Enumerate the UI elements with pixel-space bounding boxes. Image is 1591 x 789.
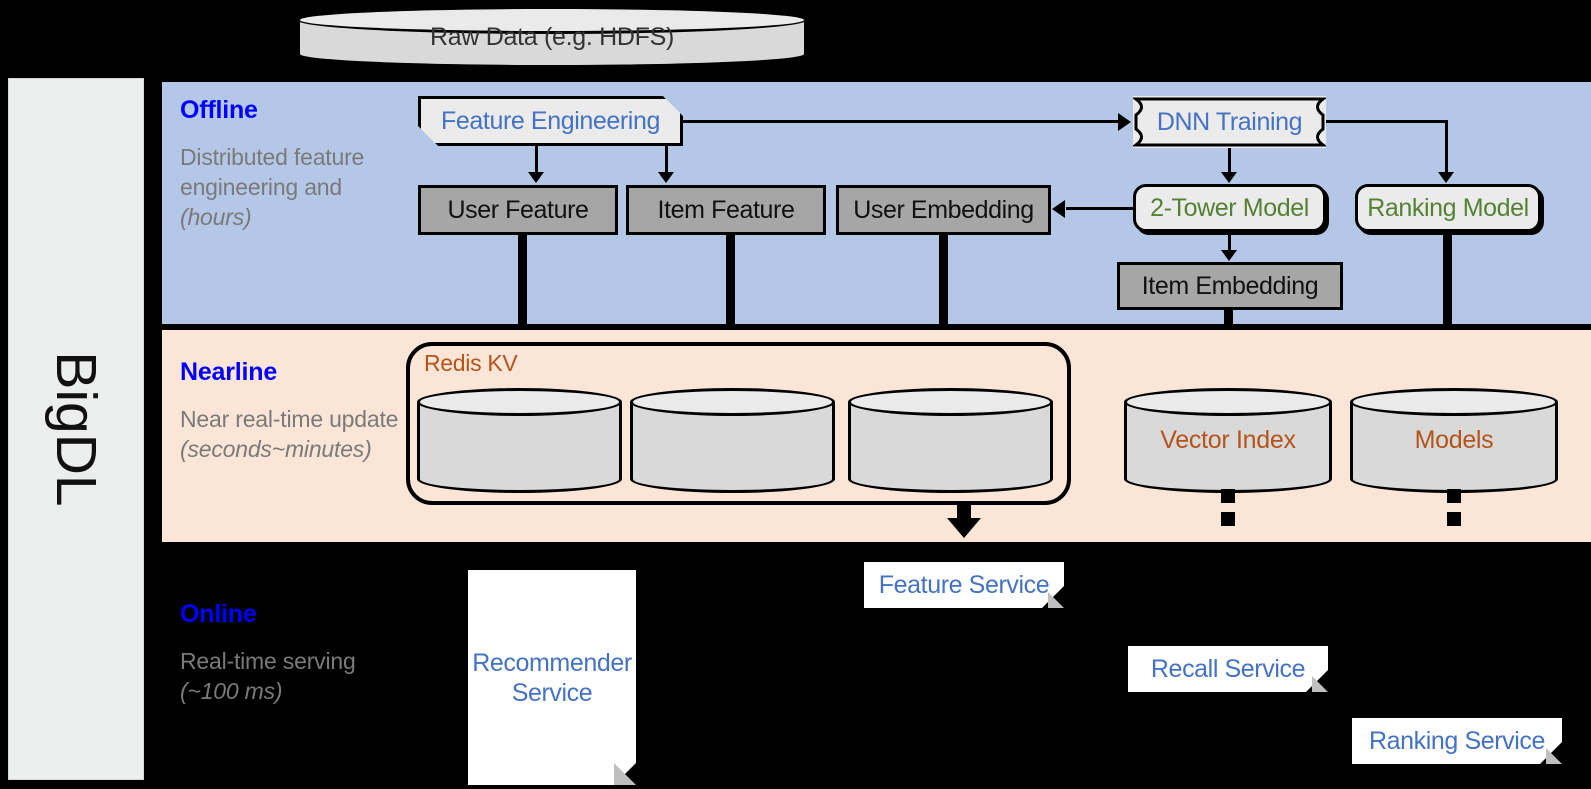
pipe-userfeature-store (518, 235, 527, 385)
bigdl-label: BigDL (44, 351, 108, 507)
cylinder-top (630, 388, 835, 416)
dnn-training-label: DNN Training (1156, 107, 1303, 136)
user-embedding-store-cylinder[interactable] (848, 388, 1053, 493)
two-tower-model-label: 2-Tower Model (1150, 193, 1309, 222)
arrowhead-dnn-twotower (1221, 172, 1237, 183)
nearline-subtitle-text: Near real-time update (180, 406, 399, 432)
user-embedding-label: User Embedding (853, 195, 1034, 224)
models-label: Models (1414, 426, 1494, 454)
feature-service-box[interactable]: Feature Service (864, 562, 1064, 608)
nearline-subtitle: Near real-time update (seconds~minutes) (180, 404, 410, 464)
ranking-model-box[interactable]: Ranking Model (1355, 184, 1541, 232)
arrowhead-dnn-ranking (1438, 172, 1454, 183)
online-subtitle-text: Real-time serving (180, 648, 356, 674)
user-embedding-store-label (848, 388, 1053, 493)
recall-service-box[interactable]: Recall Service (1128, 646, 1328, 692)
connector-dnn-twotower (1228, 148, 1231, 176)
pipe-userembedding-store (939, 235, 948, 385)
nearline-title: Nearline (180, 358, 278, 386)
raw-data-cylinder: Raw Data (e.g. HDFS) (297, 6, 807, 68)
vector-index-label: Vector Index (1160, 426, 1296, 454)
feature-engineering-box[interactable]: Feature Engineering (418, 96, 683, 146)
connector-fe-itemfeature (665, 146, 668, 176)
feature-engineering-label: Feature Engineering (441, 106, 660, 135)
recommender-service-label: Recommender Service (472, 648, 632, 707)
arrowhead-kv-featureservice (947, 518, 981, 538)
connector-fe-dnn (683, 120, 1120, 123)
cylinder-top (1350, 388, 1558, 416)
redis-kv-group (406, 342, 1071, 505)
bigdl-rail: BigDL (8, 78, 144, 780)
recommender-service-box[interactable]: Recommender Service (468, 570, 636, 785)
feature-service-label: Feature Service (878, 571, 1050, 599)
recall-service-label: Recall Service (1150, 655, 1306, 683)
online-subtitle: Real-time serving (~100 ms) (180, 646, 360, 706)
pipe-itemfeature-store (726, 235, 735, 385)
raw-data-label: Raw Data (e.g. HDFS) (429, 22, 675, 51)
ranking-service-box[interactable]: Ranking Service (1352, 718, 1562, 764)
arrowhead-fe-itemfeature (658, 172, 674, 183)
two-tower-model-box[interactable]: 2-Tower Model (1133, 184, 1326, 232)
cylinder-body (848, 402, 1053, 479)
vector-index-cylinder[interactable]: Vector Index (1124, 388, 1332, 493)
item-feature-label: Item Feature (657, 195, 795, 224)
dash-models-2 (1447, 512, 1461, 526)
online-title: Online (180, 600, 257, 628)
connector-twotower-userembedding (1066, 207, 1136, 210)
arrowhead-twotower-itemembedding (1221, 250, 1237, 261)
pipe-rankingmodel-models (1443, 232, 1452, 385)
user-feature-store-label (417, 388, 622, 493)
user-embedding-box[interactable]: User Embedding (836, 185, 1051, 235)
cylinder-top (848, 388, 1053, 416)
user-feature-label: User Feature (447, 195, 589, 224)
dash-vectorindex-2 (1221, 512, 1235, 526)
user-feature-box[interactable]: User Feature (418, 185, 618, 235)
dnn-training-box[interactable]: DNN Training (1133, 96, 1326, 148)
connector-dnn-ranking-v (1445, 120, 1448, 176)
arrowhead-fe-dnn (1118, 113, 1131, 131)
ranking-service-label: Ranking Service (1368, 727, 1546, 755)
models-cylinder[interactable]: Models (1350, 388, 1558, 493)
dash-featureservice-1 (957, 505, 971, 519)
item-embedding-label: Item Embedding (1141, 271, 1319, 300)
redis-kv-label: Redis KV (424, 350, 518, 376)
user-feature-store-cylinder[interactable] (417, 388, 622, 493)
dash-vectorindex-1 (1221, 489, 1235, 503)
ranking-model-label: Ranking Model (1367, 193, 1529, 222)
dash-models-1 (1447, 489, 1461, 503)
dnn-training-shape (1133, 97, 1326, 147)
online-subtitle-emphasis: (~100 ms) (180, 678, 283, 704)
offline-subtitle-emphasis: (hours) (180, 204, 252, 230)
cylinder-body (630, 402, 835, 479)
nearline-subtitle-emphasis: (seconds~minutes) (180, 436, 372, 462)
cylinder-top (297, 6, 807, 34)
offline-title: Offline (180, 96, 258, 124)
connector-twotower-itemembedding (1228, 232, 1231, 254)
item-feature-store-label (630, 388, 835, 493)
item-embedding-box[interactable]: Item Embedding (1117, 262, 1343, 310)
connector-fe-userfeature (535, 146, 538, 176)
item-feature-box[interactable]: Item Feature (626, 185, 826, 235)
arrowhead-fe-userfeature (528, 172, 544, 183)
connector-dnn-ranking-h (1326, 120, 1448, 123)
cylinder-top (1124, 388, 1332, 416)
arrowhead-twotower-userembedding (1052, 200, 1065, 218)
offline-subtitle: Distributed feature engineering and (hou… (180, 142, 380, 232)
connector-rawdata-fe (548, 68, 552, 82)
cylinder-top (417, 388, 622, 416)
item-feature-store-cylinder[interactable] (630, 388, 835, 493)
offline-subtitle-text: Distributed feature engineering and (180, 144, 365, 200)
